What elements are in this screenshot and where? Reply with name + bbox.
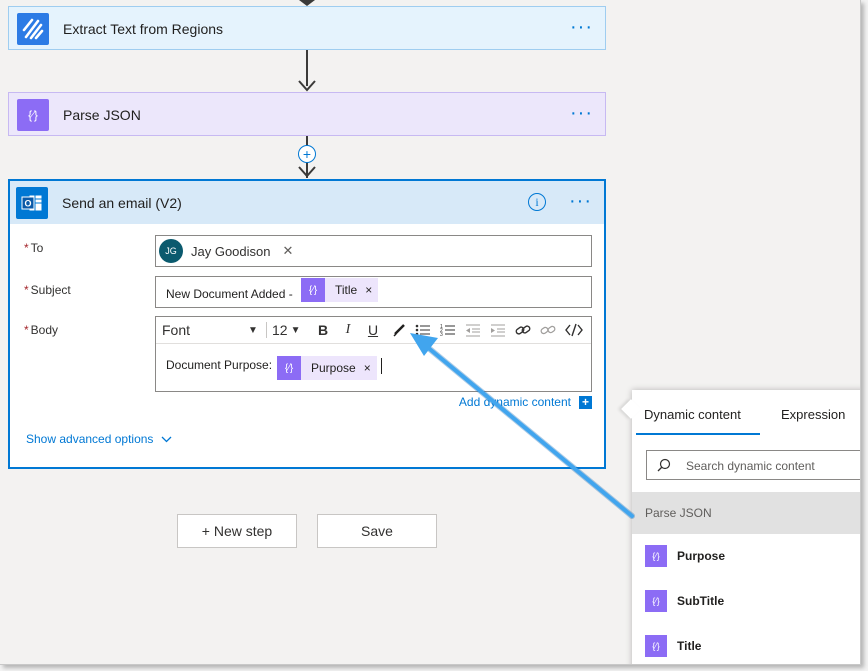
tab-underline <box>636 433 760 435</box>
expression-icon: {⁄} <box>277 356 301 380</box>
tab-dynamic-content[interactable]: Dynamic content <box>644 407 741 422</box>
svg-text:1: 1 <box>440 324 443 330</box>
font-select[interactable]: Font ▼ <box>162 322 258 338</box>
body-label: *Body <box>24 323 59 337</box>
extract-icon <box>17 13 49 45</box>
chevron-down-icon: ▼ <box>248 324 258 336</box>
search-placeholder: Search dynamic content <box>686 459 815 473</box>
step-title: Send an email (V2) <box>62 194 182 211</box>
purpose-token[interactable]: {⁄} Purpose × <box>277 356 377 380</box>
underline-button[interactable]: U <box>367 322 379 338</box>
remove-token-icon[interactable]: × <box>363 361 371 375</box>
bold-button[interactable]: B <box>317 322 329 338</box>
font-size-select[interactable]: 12 ▼ <box>272 322 301 338</box>
unlink-icon <box>540 325 556 335</box>
expression-icon: {⁄} <box>645 635 667 657</box>
dynamic-content-panel: Dynamic content Expression Search dynami… <box>621 390 860 664</box>
bulleted-list-button[interactable] <box>412 319 434 341</box>
plus-icon: + <box>302 146 312 162</box>
remove-link-button[interactable] <box>537 319 559 341</box>
expression-icon: {⁄} <box>645 590 667 612</box>
recipient-chip: JG Jay Goodison ✕ <box>159 239 293 263</box>
numbered-list-icon: 123 <box>440 324 455 337</box>
body-text: Document Purpose: <box>166 358 273 372</box>
title-token[interactable]: {⁄} Title × <box>301 278 379 302</box>
tab-expression[interactable]: Expression <box>781 407 846 422</box>
arrow-head-top <box>299 0 315 6</box>
more-options-button[interactable]: ··· <box>570 16 593 38</box>
dynamic-item-title[interactable]: {⁄} Title <box>632 624 860 664</box>
indent-icon <box>491 324 505 337</box>
connector-1 <box>306 50 308 86</box>
search-icon <box>657 458 671 472</box>
expression-icon: {⁄} <box>301 278 325 302</box>
svg-text:3: 3 <box>440 332 443 337</box>
link-icon <box>515 325 531 335</box>
save-button[interactable]: Save <box>317 514 437 548</box>
italic-button[interactable]: I <box>345 322 351 337</box>
parse-json-icon: {⁄} <box>17 99 49 131</box>
subject-label: *Subject <box>24 283 71 297</box>
pen-icon <box>393 324 405 337</box>
toolbar-divider <box>266 322 267 338</box>
subject-text: New Document Added - <box>166 287 293 301</box>
step-title: Extract Text from Regions <box>63 21 224 37</box>
recipient-name: Jay Goodison <box>191 243 271 259</box>
expression-icon: {⁄} <box>645 545 667 567</box>
highlight-color-button[interactable] <box>388 319 410 341</box>
info-icon: i <box>535 194 539 209</box>
decrease-indent-button[interactable] <box>462 319 484 341</box>
dynamic-item-purpose[interactable]: {⁄} Purpose <box>632 534 860 578</box>
code-view-button[interactable] <box>562 319 586 341</box>
step-extract-text[interactable]: Extract Text from Regions ··· <box>8 6 606 50</box>
outlook-icon: O <box>16 186 48 219</box>
arrow-head-2 <box>298 166 316 178</box>
chevron-down-icon: ▼ <box>290 324 301 336</box>
to-label: *To <box>24 241 44 255</box>
add-dynamic-icon: + <box>579 395 592 409</box>
outdent-icon <box>466 324 480 337</box>
insert-step-button[interactable]: + <box>298 145 316 163</box>
increase-indent-button[interactable] <box>487 319 509 341</box>
insert-link-button[interactable] <box>512 319 534 341</box>
show-advanced-options[interactable]: Show advanced options <box>26 432 172 446</box>
more-options-button[interactable]: ··· <box>570 102 593 124</box>
svg-text:O: O <box>24 198 31 208</box>
panel-pointer <box>621 399 641 419</box>
new-step-button[interactable]: + New step <box>177 514 297 548</box>
more-options-button[interactable]: ··· <box>569 190 592 212</box>
chevron-down-icon <box>161 436 172 442</box>
code-icon <box>565 323 583 337</box>
remove-token-icon[interactable]: × <box>365 283 373 297</box>
subject-field[interactable]: New Document Added - {⁄} Title × <box>155 276 592 308</box>
info-button[interactable]: i <box>528 193 546 211</box>
step-title: Parse JSON <box>63 107 141 123</box>
search-box[interactable]: Search dynamic content <box>646 450 860 480</box>
text-cursor <box>381 358 382 374</box>
add-dynamic-content-link[interactable]: Add dynamic content + <box>459 395 592 409</box>
avatar: JG <box>159 239 183 263</box>
step-parse-json[interactable]: {⁄} Parse JSON ··· <box>8 92 606 136</box>
remove-recipient-icon[interactable]: ✕ <box>282 243 294 258</box>
dynamic-item-subtitle[interactable]: {⁄} SubTitle <box>632 579 860 623</box>
step-send-email: O Send an email (V2) i ··· *To JG Jay Go… <box>8 179 606 469</box>
to-field[interactable]: JG Jay Goodison ✕ <box>155 235 592 267</box>
section-header[interactable]: Parse JSON <box>632 492 860 534</box>
arrow-head-1 <box>298 80 316 92</box>
bullet-list-icon <box>415 324 430 336</box>
svg-text:2: 2 <box>440 328 443 334</box>
